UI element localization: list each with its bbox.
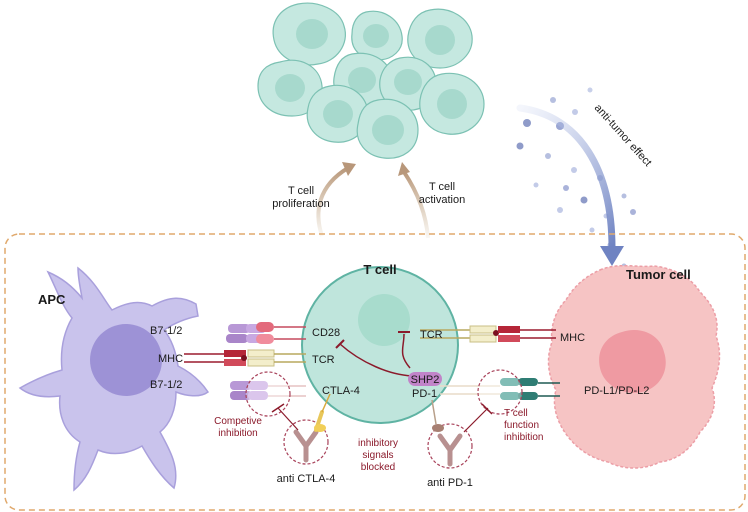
anti-tumor-label: anti-tumor effect <box>592 102 654 169</box>
tfunc-label-1: T cell <box>504 408 528 419</box>
shp2-badge <box>408 372 442 386</box>
tumor-cell <box>547 264 721 469</box>
cd28-receptor <box>256 322 306 344</box>
inhibitory-label-2: signals <box>362 450 393 461</box>
inhibitory-label-1: inhibitory <box>358 438 398 449</box>
t-cell-nucleus <box>358 294 410 346</box>
anti-ctla4-antibody <box>283 393 331 465</box>
t-cell-clone <box>272 2 346 66</box>
tfunc-label-3: inhibition <box>504 432 543 443</box>
activation-label-1: T cell <box>429 181 455 193</box>
pd1-label: PD-1 <box>412 388 437 400</box>
anti-pd1-label: anti PD-1 <box>427 477 473 489</box>
cd28-label: CD28 <box>312 327 340 339</box>
ctla4-label: CTLA-4 <box>322 385 360 397</box>
synapse-region-border <box>4 233 746 511</box>
pdl-label: PD-L1/PD-L2 <box>584 385 649 397</box>
mhc-right-label: MHC <box>560 332 585 344</box>
t-cell-clone <box>419 72 485 135</box>
apc-cell <box>18 266 210 492</box>
tcr-mhc-right <box>420 325 556 343</box>
shp2-label: SHP2 <box>411 374 440 386</box>
anti-ctla4-label: anti CTLA-4 <box>277 473 336 485</box>
proliferation-arrow <box>316 162 356 237</box>
proliferation-label-1: T cell <box>288 185 314 197</box>
inhibition-lines <box>271 403 493 433</box>
t-cell-clone <box>356 98 419 159</box>
competive-label-2: inhibition <box>218 428 257 439</box>
t-cell-label: T cell <box>363 262 396 277</box>
inhibitory-label-3: blocked <box>361 462 395 473</box>
b7-receptor-bottom <box>230 381 306 400</box>
t-cell-clone <box>257 59 323 117</box>
apc-nucleus <box>90 324 162 396</box>
mhc-left-label: MHC <box>158 353 183 365</box>
competive-label-1: Competive <box>214 416 262 427</box>
b7-bottom-label: B7-1/2 <box>150 379 182 391</box>
activation-label-2: activation <box>419 194 465 206</box>
proliferation-label-2: proliferation <box>272 198 329 210</box>
b7-top-label: B7-1/2 <box>150 325 182 337</box>
apc-label: APC <box>38 292 66 307</box>
mhc-tcr-left <box>184 349 306 367</box>
drug-particles <box>516 87 636 269</box>
tcr-right-label: TCR <box>420 329 443 341</box>
t-cell-clone <box>306 84 369 143</box>
pd-l1-receptor <box>440 378 560 400</box>
competive-inhibition-circle <box>245 371 291 417</box>
t-cell-function-inhibition-circle <box>477 369 523 415</box>
shp2-signalling <box>335 331 442 386</box>
tumor-nucleus <box>599 330 666 393</box>
anti-tumor-arrow <box>516 104 624 266</box>
proliferated-t-cells <box>257 2 485 159</box>
t-cell-clone <box>407 8 473 69</box>
anti-pd1-antibody <box>427 399 473 469</box>
tumor-cell-label: Tumor cell <box>626 267 691 282</box>
tfunc-label-2: function <box>504 420 539 431</box>
activation-arrow <box>398 162 430 239</box>
tcr-left-label: TCR <box>312 354 335 366</box>
